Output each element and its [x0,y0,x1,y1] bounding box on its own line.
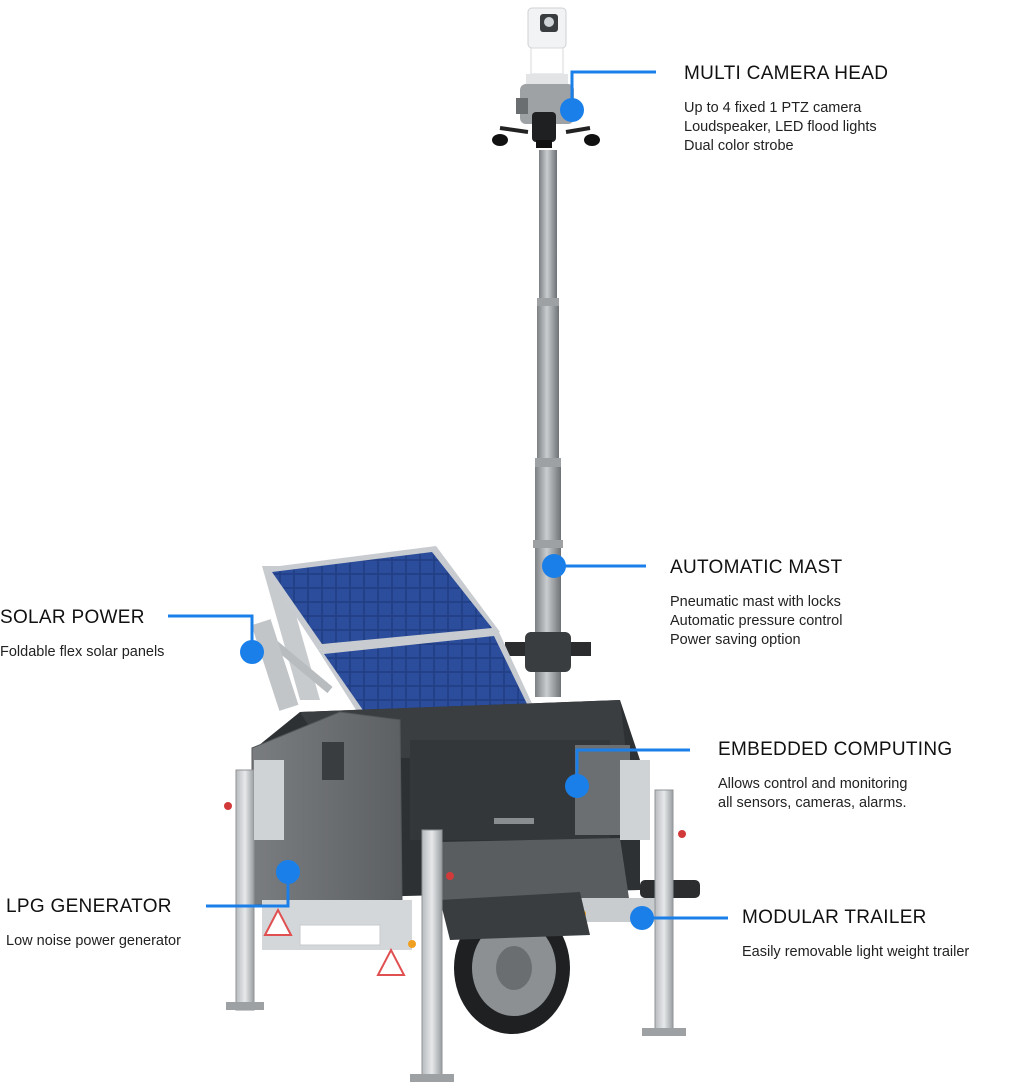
callout-line: Allows control and monitoring [718,776,908,792]
callout-line: all sensors, cameras, alarms. [718,795,907,811]
trailer-marker [630,906,654,930]
camera-marker [560,98,584,122]
callout-title: SOLAR POWER [0,607,145,628]
callout-computing: EMBEDDED COMPUTING Allows control and mo… [718,739,952,813]
callout-title: AUTOMATIC MAST [670,557,843,578]
mast [533,150,563,697]
solar-marker [240,640,264,664]
callout-line: Loudspeaker, LED flood lights [684,119,877,135]
callout-line: Power saving option [670,632,801,648]
callout-title: LPG GENERATOR [6,896,172,917]
callout-line: Pneumatic mast with locks [670,594,841,610]
stabilizer-legs [224,760,686,1082]
callout-title: MULTI CAMERA HEAD [684,63,889,84]
callout-mast: AUTOMATIC MAST Pneumatic mast with locks… [670,557,842,650]
solar-panels [264,546,536,732]
mast-marker [542,554,566,578]
generator-marker [276,860,300,884]
callout-line: Dual color strobe [684,138,794,154]
mast-flood-lights [505,632,591,672]
callout-solar: SOLAR POWER Foldable flex solar panels [0,607,164,662]
callout-line: Automatic pressure control [670,613,843,629]
callout-leaders [168,70,728,930]
callout-line: Up to 4 fixed 1 PTZ camera [684,100,862,116]
callout-line: Foldable flex solar panels [0,644,165,660]
camera-head [492,7,600,148]
callout-camera: MULTI CAMERA HEAD Up to 4 fixed 1 PTZ ca… [684,63,888,156]
trailer-wheel [440,892,590,1034]
solar-frame [251,566,333,711]
callout-generator: LPG GENERATOR Low noise power generator [6,896,181,951]
computing-marker [565,774,589,798]
callout-title: MODULAR TRAILER [742,907,927,928]
callout-title: EMBEDDED COMPUTING [718,739,953,760]
callout-line: Low noise power generator [6,933,181,949]
callout-line: Easily removable light weight trailer [742,944,970,960]
callout-trailer: MODULAR TRAILER Easily removable light w… [742,907,969,962]
trailer-body [250,700,640,921]
